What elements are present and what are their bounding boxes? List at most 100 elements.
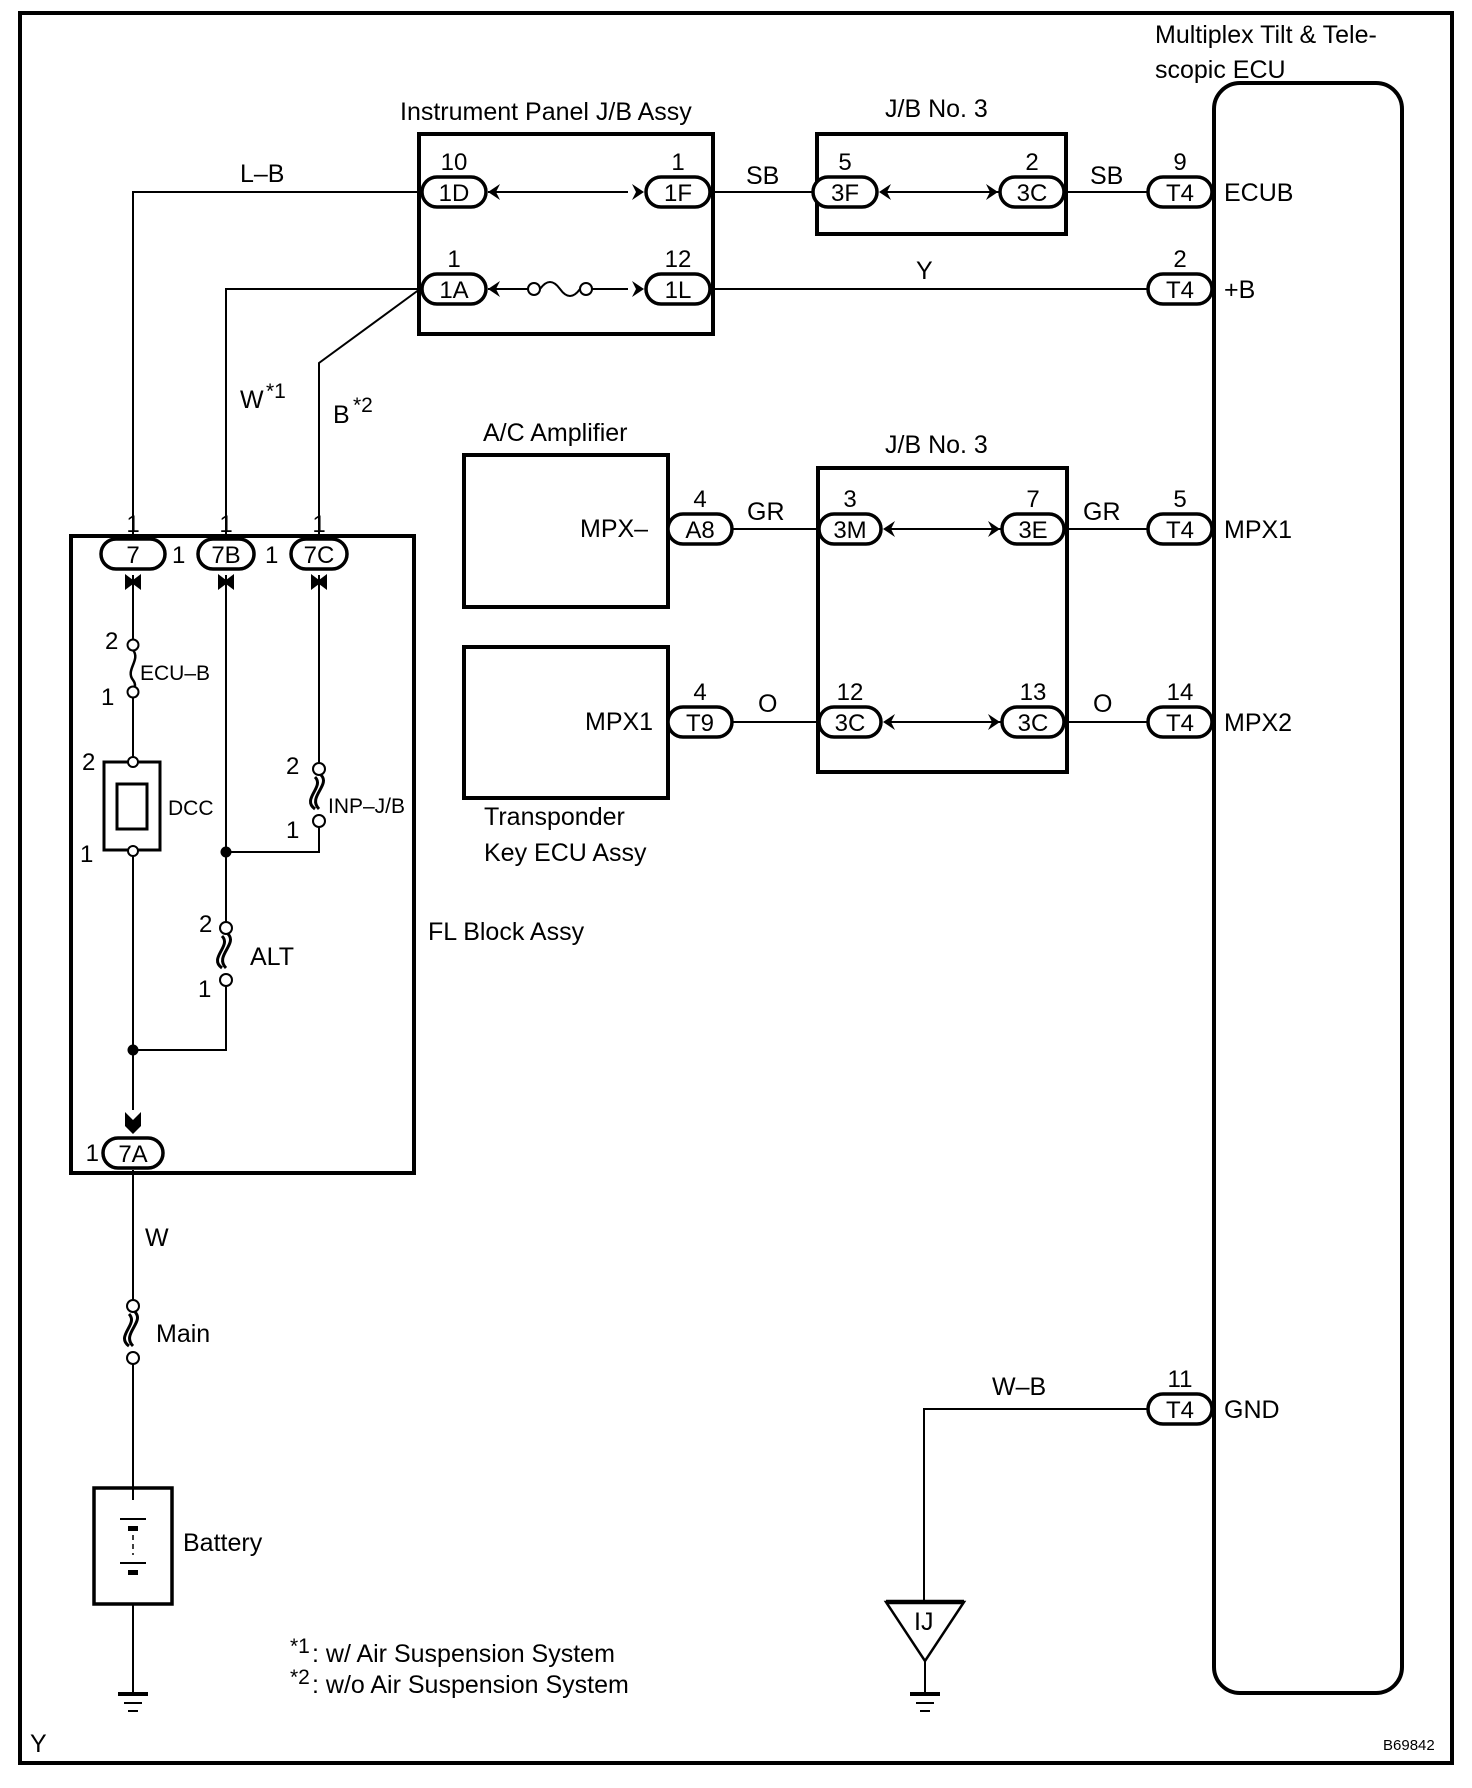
jb3-3m-connector-label: 3M xyxy=(833,517,866,544)
fuse-terminal xyxy=(312,814,326,828)
alt-fuse-label: ALT xyxy=(250,943,294,971)
ecu-terminal-gnd: GND xyxy=(1224,1396,1280,1424)
jb3-3c-13-connector xyxy=(1000,705,1066,739)
connector-arrow-icon xyxy=(488,184,500,200)
ecu-t4-11-connector-label: T4 xyxy=(1166,1397,1194,1424)
fl-wire-segment xyxy=(226,826,320,853)
connector-arrow-icon xyxy=(125,1112,141,1134)
dcc-label: DCC xyxy=(168,797,214,820)
inp-jb-fuse-icon xyxy=(309,773,325,811)
inp-jb-pin-top: 2 xyxy=(286,753,299,780)
fl-block-title: FL Block Assy xyxy=(428,918,585,946)
ip-jb-fusible-terminal xyxy=(527,282,541,296)
ecu-t4-5-connector-label: T4 xyxy=(1166,517,1194,544)
wire-b-noair xyxy=(318,288,421,535)
jb3-3e-connector-label: 3E xyxy=(1018,517,1047,544)
transponder-t9-connector xyxy=(666,705,734,739)
ip-jb-1l-connector xyxy=(644,272,712,306)
jb3-3c-13-pin-number: 13 xyxy=(1020,679,1047,706)
wire-label-w-main: W xyxy=(145,1224,169,1252)
wire-label-o1: O xyxy=(758,690,777,718)
note-2-text: : w/o Air Suspension System xyxy=(312,1671,629,1699)
connector-arrow-icon xyxy=(988,521,1000,537)
transponder-t9-connector-label: T9 xyxy=(686,710,714,737)
jb3-3f-connector xyxy=(811,175,879,209)
fl-7c-connector-label: 7C xyxy=(304,542,335,569)
ip-jb-1l-connector-label: 1L xyxy=(665,277,692,304)
jb3-3f-connector-label: 3F xyxy=(831,180,859,207)
dcc-pin-bottom: 1 xyxy=(80,841,93,868)
transponder-title-line2: Key ECU Assy xyxy=(484,839,647,867)
connector-arrow-icon xyxy=(883,521,895,537)
dcc-terminal xyxy=(127,845,139,857)
jb3-mid-title: J/B No. 3 xyxy=(885,431,988,459)
jb3-3m-pin-number: 3 xyxy=(843,486,856,513)
alt-pin-bottom: 1 xyxy=(198,976,211,1003)
jb3-3c-pin-number: 2 xyxy=(1025,149,1038,176)
wire-label-wb: W–B xyxy=(992,1373,1046,1401)
fl-7-connector xyxy=(99,537,167,571)
ip-jb-box xyxy=(417,132,715,336)
dcc-pin-top: 2 xyxy=(82,749,95,776)
ecu-b-pin-top: 2 xyxy=(105,628,118,655)
ip-jb-1d-connector xyxy=(420,175,488,209)
wire-label-gr2: GR xyxy=(1083,498,1121,526)
ecu-t4-11-pin-number: 11 xyxy=(1168,1366,1193,1393)
connector-arrow-icon xyxy=(632,281,644,297)
ecu-t4-14-pin-number: 14 xyxy=(1167,679,1194,706)
wire-label-w1: W xyxy=(240,386,264,414)
ip-jb-1a-pin-number: 1 xyxy=(447,246,460,273)
ecu-terminal-b: +B xyxy=(1224,276,1255,304)
fl-wire-segment xyxy=(133,985,227,1051)
connector-arrow-icon xyxy=(986,184,998,200)
fuse-terminal xyxy=(126,1299,140,1313)
wire-lb xyxy=(132,191,420,535)
jb3-3e-connector xyxy=(1000,512,1066,546)
jb3-3c-12-connector xyxy=(817,705,883,739)
ecu-t4-2-pin-number: 2 xyxy=(1173,246,1186,273)
inp-jb-pin-bottom: 1 xyxy=(286,817,299,844)
ip-jb-title: Instrument Panel J/B Assy xyxy=(400,98,692,126)
battery-cell xyxy=(128,1526,138,1531)
fl-7a-connector-label: 7A xyxy=(118,1141,147,1168)
connector-arrow-icon xyxy=(218,574,234,590)
fl-7a-connector xyxy=(101,1136,165,1170)
fuse-terminal xyxy=(219,973,233,987)
dcc-terminal xyxy=(127,756,139,768)
ecu-t4-14-connector xyxy=(1146,705,1214,739)
fl-block-box xyxy=(69,534,416,1175)
ecu-t4-2-connector-label: T4 xyxy=(1166,277,1194,304)
battery-cell xyxy=(128,1570,138,1575)
wire-label-o2: O xyxy=(1093,690,1112,718)
dcc-relay xyxy=(102,760,162,852)
ip-jb-1d-pin-number: 10 xyxy=(441,149,468,176)
connector-arrow-icon xyxy=(632,184,644,200)
ecu-title-line2: scopic ECU xyxy=(1155,56,1286,84)
fl-7-connector-label: 7 xyxy=(126,542,139,569)
ip-jb-1l-pin-number: 12 xyxy=(665,246,692,273)
fl-7a-pin-number: 1 xyxy=(86,1140,99,1167)
ac-amp-a8-connector-label: A8 xyxy=(685,517,714,544)
ecu-t4-2-connector xyxy=(1146,272,1214,306)
fuse-terminal xyxy=(126,685,140,699)
main-fuse-label: Main xyxy=(156,1320,210,1348)
fl-pin-number: 1 xyxy=(265,542,278,569)
ecu-t4-11-connector xyxy=(1146,1392,1214,1426)
connector-arrow-icon xyxy=(311,574,327,590)
ip-jb-fusible-icon xyxy=(539,281,581,297)
wire-wb xyxy=(923,1408,1148,1600)
ip-jb-1f-pin-number: 1 xyxy=(671,149,684,176)
ip-jb-fusible-terminal xyxy=(579,282,593,296)
fuse-terminal xyxy=(312,762,326,776)
wire-label-sb1: SB xyxy=(746,162,779,190)
jb3-3m-connector xyxy=(817,512,883,546)
jb3-3f-pin-number: 5 xyxy=(838,149,851,176)
jb3-3c-13-connector-label: 3C xyxy=(1018,710,1049,737)
ip-jb-1d-connector-label: 1D xyxy=(439,180,470,207)
ecu-terminal-mpx2: MPX2 xyxy=(1224,709,1292,737)
fl-pin-number: 1 xyxy=(172,542,185,569)
wire-label-gr1: GR xyxy=(747,498,785,526)
ip-jb-1a-connector xyxy=(420,272,488,306)
note-2-mark: *2 xyxy=(290,1666,310,1689)
